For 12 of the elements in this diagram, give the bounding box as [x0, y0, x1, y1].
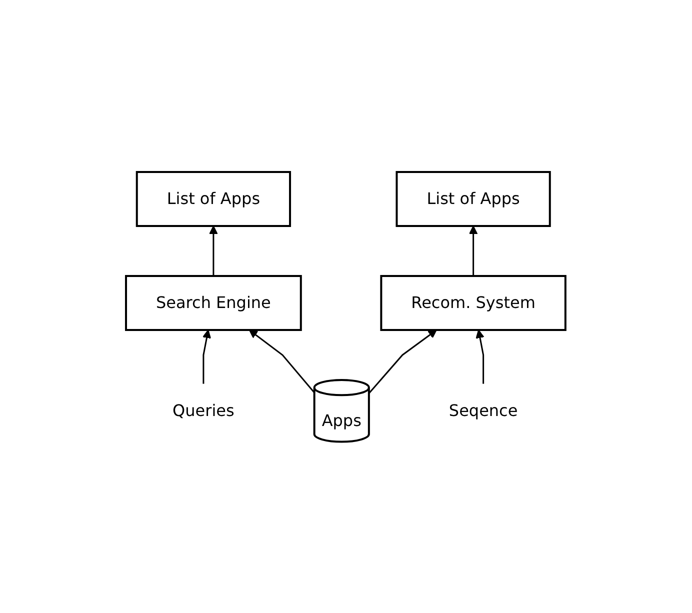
arrow	[469, 225, 478, 276]
arrow	[202, 329, 212, 384]
node-box: Recom. System	[380, 274, 567, 331]
node-box: List of Apps	[396, 170, 552, 227]
node-box: List of Apps	[136, 170, 292, 227]
arrow	[209, 225, 218, 276]
arrow	[249, 329, 316, 393]
arrow	[368, 329, 438, 394]
node-box: Search Engine	[125, 274, 302, 331]
node-text: Queries	[172, 400, 235, 420]
node-text: Seqence	[449, 400, 518, 420]
arrow	[476, 329, 485, 384]
